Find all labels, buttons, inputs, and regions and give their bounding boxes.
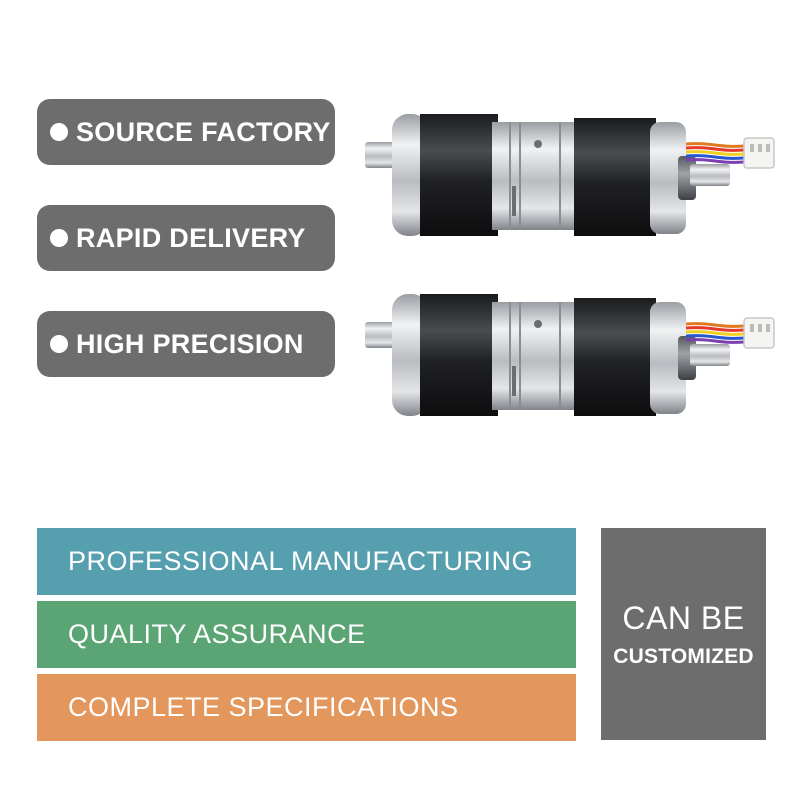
gear-motor-image-top <box>363 112 776 238</box>
bullet-icon <box>50 123 68 141</box>
badge-rapid-delivery: RAPID DELIVERY <box>37 205 335 271</box>
feature-complete-specifications: COMPLETE SPECIFICATIONS <box>37 674 576 741</box>
badge-label: RAPID DELIVERY <box>76 222 306 253</box>
custom-line-1: CAN BE <box>622 599 745 636</box>
badge-label: SOURCE FACTORY <box>76 116 331 147</box>
feature-professional-manufacturing: PROFESSIONAL MANUFACTURING <box>37 528 576 595</box>
feature-label: PROFESSIONAL MANUFACTURING <box>68 546 534 576</box>
badge-label: HIGH PRECISION <box>76 328 304 359</box>
gear-motor-image-bottom <box>363 292 776 418</box>
feature-label: QUALITY ASSURANCE <box>68 619 366 649</box>
feature-quality-assurance: QUALITY ASSURANCE <box>37 601 576 668</box>
feature-label: COMPLETE SPECIFICATIONS <box>68 692 459 722</box>
customizable-box: CAN BE CUSTOMIZED <box>601 528 766 740</box>
bullet-icon <box>50 335 68 353</box>
custom-line-2: CUSTOMIZED <box>613 644 754 668</box>
badge-high-precision: HIGH PRECISION <box>37 311 335 377</box>
badge-source-factory: SOURCE FACTORY <box>37 99 335 165</box>
bullet-icon <box>50 229 68 247</box>
